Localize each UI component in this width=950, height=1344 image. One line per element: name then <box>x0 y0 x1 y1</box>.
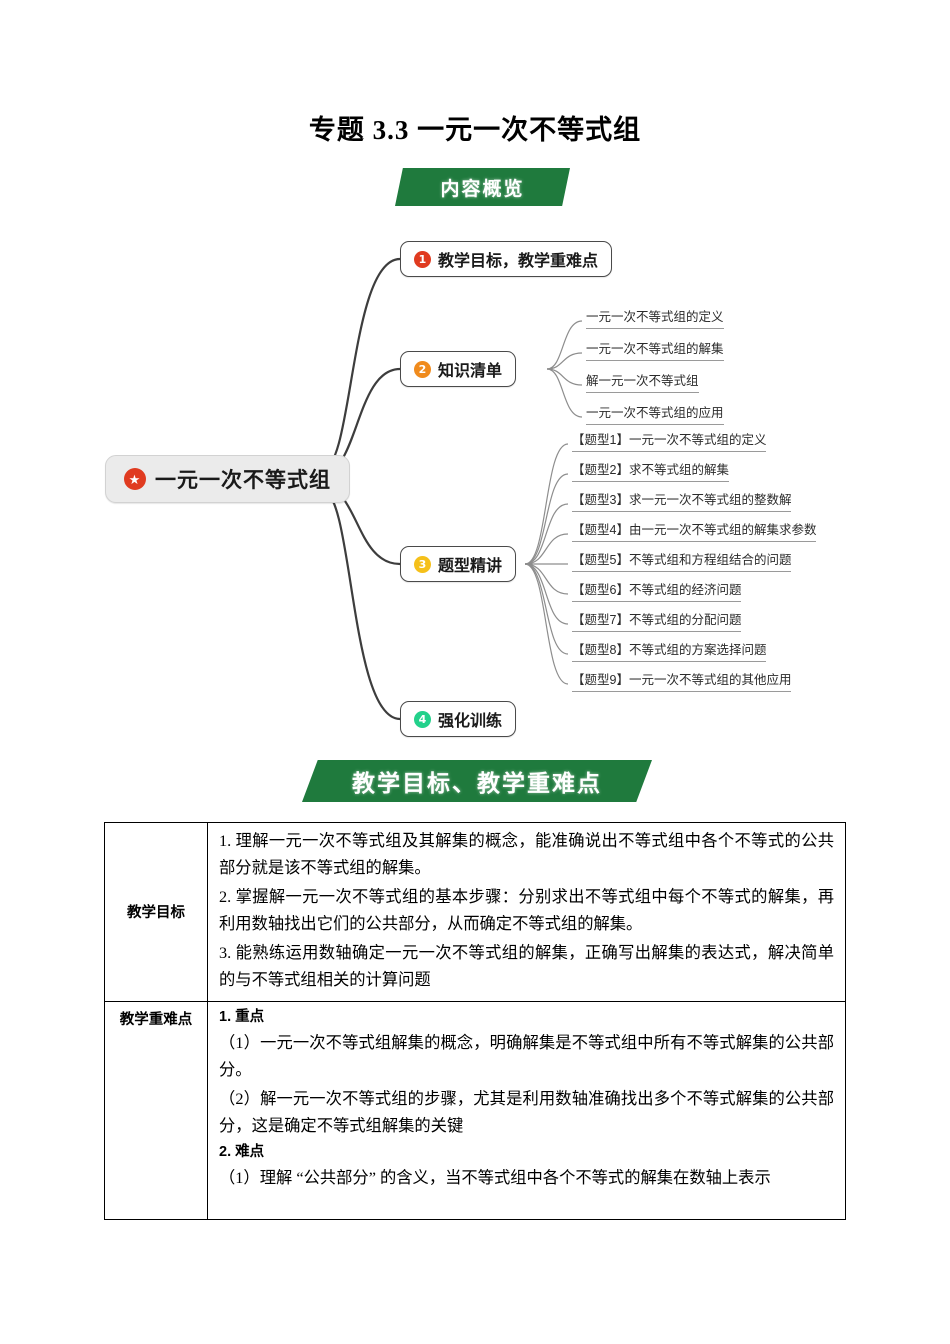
mindmap-root-node[interactable]: ★ 一元一次不等式组 <box>105 455 350 503</box>
row-body-objectives: 1. 理解一元一次不等式组及其解集的概念，能准确说出不等式组中各个不等式的公共部… <box>207 822 846 1002</box>
difficulty-paragraph: （1）理解 “公共部分” 的含义，当不等式组中各个不等式的解集在数轴上表示 <box>219 1168 771 1187</box>
mindmap-leaf[interactable]: 【题型9】一元一次不等式组的其他应用 <box>572 673 792 692</box>
objectives-table: 教学目标 1. 理解一元一次不等式组及其解集的概念，能准确说出不等式组中各个不等… <box>104 822 846 1220</box>
keypoint-paragraph: （2）解一元一次不等式组的步骤，尤其是利用数轴准确找出多个不等式解集的公共部分，… <box>219 1089 834 1135</box>
mindmap-branch-1[interactable]: 1 教学目标，教学重难点 <box>400 241 613 277</box>
mindmap-branch-3[interactable]: 3 题型精讲 <box>400 546 517 582</box>
mindmap-branch-3-label: 题型精讲 <box>438 558 503 575</box>
mindmap: ★ 一元一次不等式组 1 教学目标，教学重难点 2 知识清单 一元一次不等式组的… <box>70 225 890 755</box>
star-icon: ★ <box>124 468 146 490</box>
mindmap-leaf[interactable]: 【题型3】求一元一次不等式组的整数解 <box>572 493 792 512</box>
objective-paragraph: 2. 掌握解一元一次不等式组的基本步骤：分别求出不等式组中每个不等式的解集，再利… <box>219 887 834 933</box>
mindmap-root-label: 一元一次不等式组 <box>155 469 331 492</box>
branch-number-1-icon: 1 <box>414 250 431 268</box>
mindmap-leaf[interactable]: 一元一次不等式组的定义 <box>586 310 724 329</box>
branch-number-2-icon: 2 <box>414 360 431 378</box>
objective-paragraph: 1. 理解一元一次不等式组及其解集的概念，能准确说出不等式组中各个不等式的公共部… <box>219 831 834 877</box>
branch-number-4-icon: 4 <box>414 710 431 728</box>
mindmap-leaf[interactable]: 解一元一次不等式组 <box>586 374 699 393</box>
mindmap-leaf[interactable]: 一元一次不等式组的应用 <box>586 406 724 425</box>
mindmap-leaf[interactable]: 【题型7】不等式组的分配问题 <box>572 613 742 632</box>
mindmap-branch-1-label: 教学目标，教学重难点 <box>438 253 599 270</box>
mindmap-leaf[interactable]: 【题型1】一元一次不等式组的定义 <box>572 433 767 452</box>
difficulty-heading: 2. 难点 <box>219 1144 265 1160</box>
branch-number-3-icon: 3 <box>414 555 431 573</box>
table-row: 教学目标 1. 理解一元一次不等式组及其解集的概念，能准确说出不等式组中各个不等… <box>104 822 846 1002</box>
page-title: 专题 3.3 一元一次不等式组 <box>308 115 642 145</box>
row-label-text: 教学重难点 <box>119 1012 193 1028</box>
row-body-key-difficult: 1. 重点 （1）一元一次不等式组解集的概念，明确解集是不等式组中所有不等式解集… <box>207 1001 846 1220</box>
mindmap-leaf[interactable]: 【题型8】不等式组的方案选择问题 <box>572 643 767 662</box>
mindmap-leaf[interactable]: 【题型6】不等式组的经济问题 <box>572 583 742 602</box>
mindmap-branch-2[interactable]: 2 知识清单 <box>400 351 517 387</box>
mindmap-branch-4-label: 强化训练 <box>438 713 503 730</box>
table-row: 教学重难点 1. 重点 （1）一元一次不等式组解集的概念，明确解集是不等式组中所… <box>104 1001 846 1220</box>
mindmap-leaf[interactable]: 【题型2】求不等式组的解集 <box>572 463 729 482</box>
keypoint-heading: 1. 重点 <box>219 1009 265 1025</box>
mindmap-leaf[interactable]: 【题型5】不等式组和方程组结合的问题 <box>572 553 792 572</box>
mindmap-leaf[interactable]: 一元一次不等式组的解集 <box>586 342 724 361</box>
objective-paragraph: 3. 能熟练运用数轴确定一元一次不等式组的解集，正确写出解集的表达式，解决简单的… <box>219 943 834 989</box>
mindmap-branch-2-label: 知识清单 <box>438 363 503 380</box>
section-banner-objectives: 教学目标、教学重难点 <box>302 760 652 802</box>
keypoint-paragraph: （1）一元一次不等式组解集的概念，明确解集是不等式组中所有不等式解集的公共部分。 <box>219 1033 834 1079</box>
row-label-objectives: 教学目标 <box>104 822 208 1002</box>
mindmap-leaf[interactable]: 【题型4】由一元一次不等式组的解集求参数 <box>572 523 817 542</box>
section-banner-overview: 内容概览 <box>395 168 570 206</box>
mindmap-branch-4[interactable]: 4 强化训练 <box>400 701 517 737</box>
row-label-key-difficult: 教学重难点 <box>104 1001 208 1220</box>
